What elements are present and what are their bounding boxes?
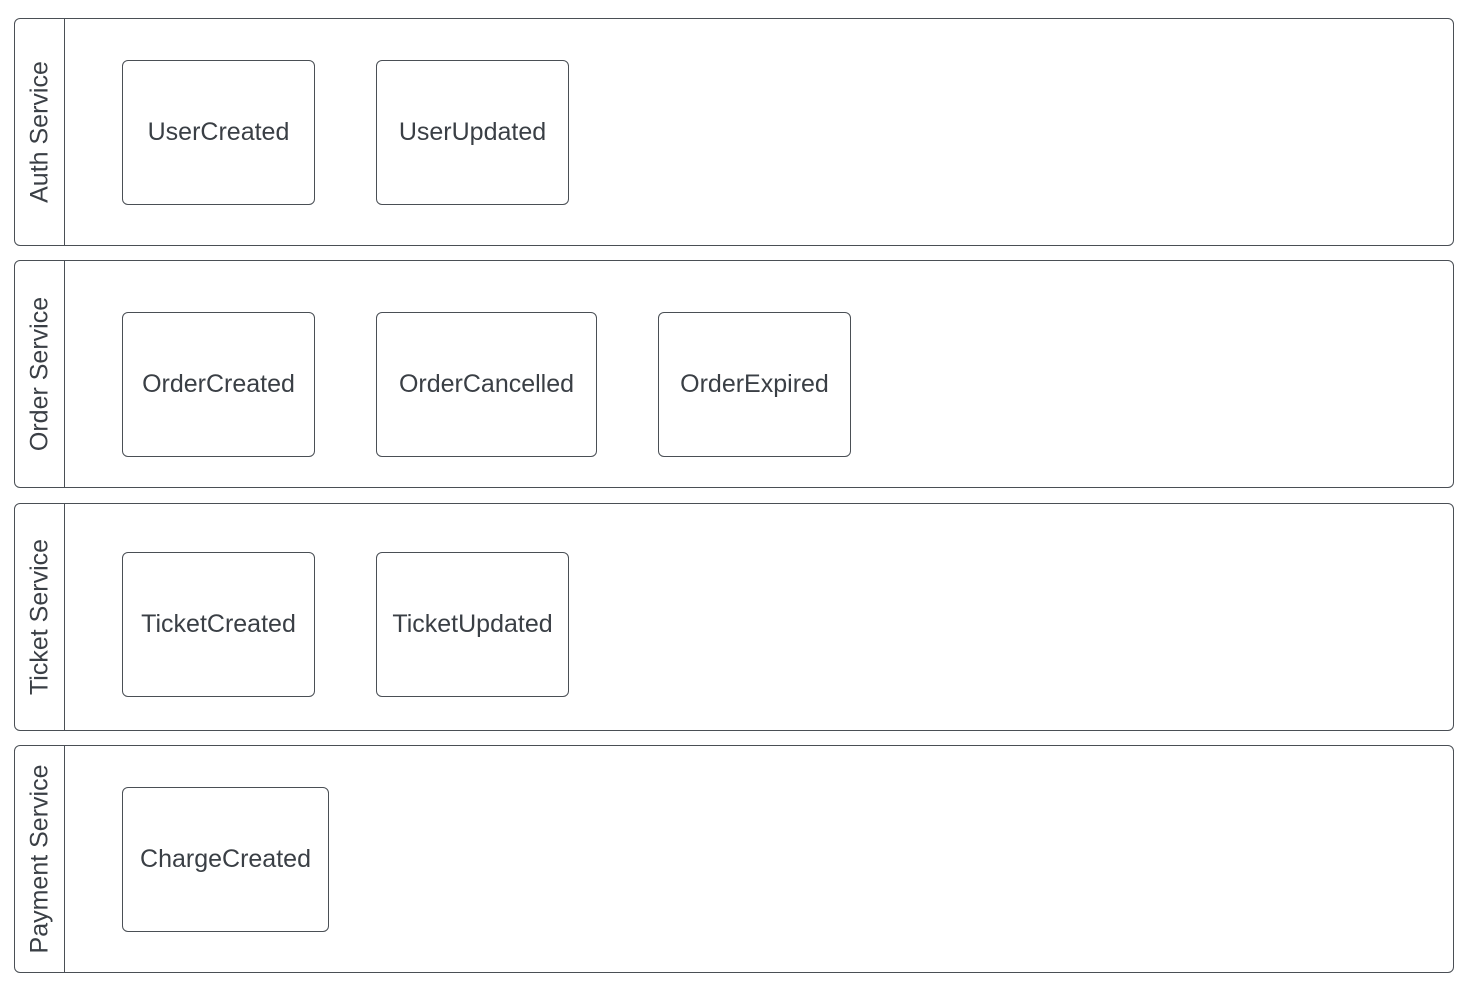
- lane-header: Ticket Service: [15, 504, 65, 730]
- event-box[interactable]: UserCreated: [122, 60, 315, 205]
- lane-header: Auth Service: [15, 19, 65, 245]
- event-box[interactable]: OrderCreated: [122, 312, 315, 457]
- lane-auth-service: Auth Service UserCreated UserUpdated: [14, 18, 1454, 246]
- lane-title: Order Service: [25, 296, 53, 452]
- event-box[interactable]: ChargeCreated: [122, 787, 329, 932]
- event-box[interactable]: TicketUpdated: [376, 552, 569, 697]
- event-box[interactable]: OrderCancelled: [376, 312, 597, 457]
- lane-ticket-service: Ticket Service TicketCreated TicketUpdat…: [14, 503, 1454, 731]
- lane-payment-service: Payment Service ChargeCreated: [14, 745, 1454, 973]
- lane-order-service: Order Service OrderCreated OrderCancelle…: [14, 260, 1454, 488]
- lane-header: Order Service: [15, 261, 65, 487]
- lane-title: Auth Service: [25, 61, 53, 203]
- event-box[interactable]: TicketCreated: [122, 552, 315, 697]
- event-box[interactable]: OrderExpired: [658, 312, 851, 457]
- lane-title: Ticket Service: [25, 538, 53, 696]
- lane-header: Payment Service: [15, 746, 65, 972]
- event-box[interactable]: UserUpdated: [376, 60, 569, 205]
- lane-title: Payment Service: [25, 764, 53, 954]
